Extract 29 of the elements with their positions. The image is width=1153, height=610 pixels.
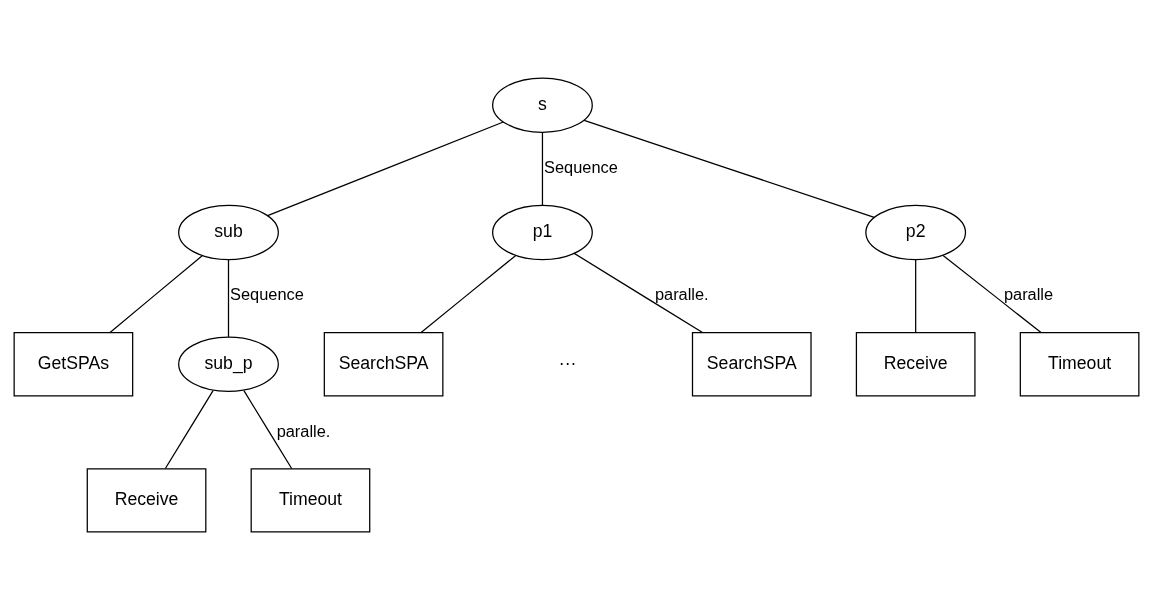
node-box: SearchSPA bbox=[691, 332, 812, 397]
node-ellipse: p1 bbox=[492, 204, 593, 261]
label: ··· bbox=[558, 352, 577, 373]
connector bbox=[267, 121, 504, 217]
edge-label: paralle bbox=[1003, 285, 1054, 304]
connector bbox=[541, 131, 544, 206]
connector bbox=[109, 255, 203, 334]
node-box: SearchSPA bbox=[323, 332, 444, 397]
connector bbox=[573, 252, 704, 334]
connector bbox=[420, 255, 517, 334]
node-box: Timeout bbox=[250, 468, 371, 533]
connector bbox=[915, 259, 917, 333]
node-ellipse: p2 bbox=[865, 204, 967, 261]
edge-label: paralle. bbox=[654, 285, 709, 304]
connector bbox=[583, 119, 875, 218]
node-ellipse: sub bbox=[178, 204, 279, 261]
node-box: Timeout bbox=[1019, 332, 1140, 397]
edge-label: Sequence bbox=[230, 285, 304, 304]
connector bbox=[164, 390, 214, 470]
connector bbox=[227, 259, 230, 338]
connector bbox=[243, 390, 293, 470]
edge-label: Sequence bbox=[544, 158, 618, 177]
node-box: Receive bbox=[86, 468, 207, 533]
edge-label: paralle. bbox=[276, 421, 331, 440]
connector bbox=[942, 254, 1042, 334]
node-box: GetSPAs bbox=[13, 332, 134, 397]
node-ellipse: s bbox=[492, 77, 593, 133]
node-box: Receive bbox=[855, 332, 976, 397]
node-ellipse: sub_p bbox=[178, 336, 279, 392]
